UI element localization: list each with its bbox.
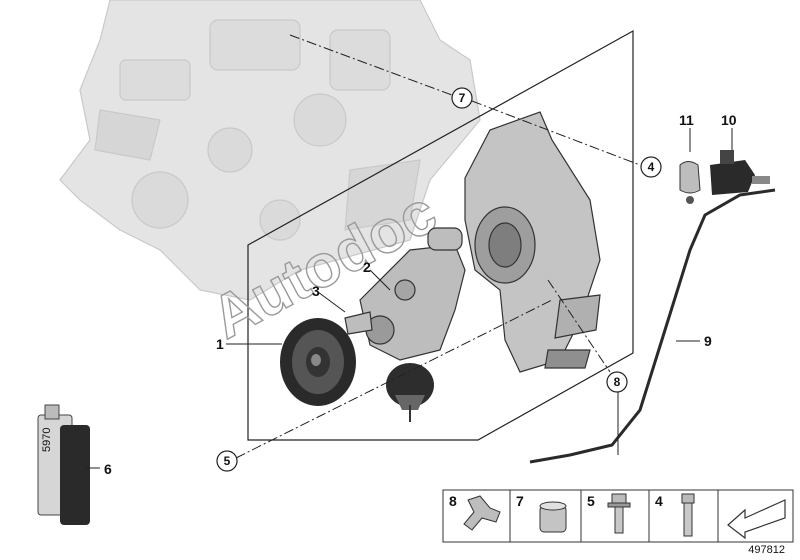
leader-lines: [86, 34, 733, 469]
table-cell-7-label: 7: [516, 493, 524, 509]
engine-block-ghost: [59, 0, 481, 301]
callout-10: 10: [721, 112, 737, 128]
callout-9: 9: [704, 333, 712, 349]
clamp-icon: [463, 495, 501, 531]
callout-5: 5: [224, 454, 231, 468]
water-pump: [344, 227, 466, 361]
coolant-hose: [529, 188, 776, 464]
callout-3: 3: [312, 283, 320, 299]
sealant-cartridge: [37, 404, 90, 525]
callout-4: 4: [648, 160, 655, 174]
table-cell-5-label: 5: [587, 493, 595, 509]
assembly-frame: [247, 29, 634, 441]
callout-5-circle: 5: [216, 450, 238, 472]
reference-arrow-icon: [727, 499, 786, 540]
table-cell-8-label: 8: [449, 493, 457, 509]
stud-bolt-icon: [681, 493, 695, 537]
callout-7-circle: 7: [451, 87, 473, 109]
flange-bolt-icon: [607, 493, 631, 534]
document-number: 497812: [748, 544, 785, 556]
sensor-connector: [710, 150, 770, 195]
hose-clip: [679, 161, 701, 204]
table-cell-4-label: 4: [655, 493, 663, 509]
parts-table: 8 7 5 4: [442, 489, 794, 543]
callout-4-circle: 4: [640, 156, 662, 178]
cartridge-label: 5970: [41, 428, 53, 452]
callout-1: 1: [216, 336, 224, 352]
callout-6: 6: [104, 461, 112, 477]
pulley: [280, 318, 356, 406]
thermostat-housing: [386, 363, 434, 422]
callout-11: 11: [679, 112, 694, 128]
callout-8: 8: [614, 375, 621, 389]
sleeve-icon: [539, 501, 567, 533]
callout-8-circle: 8: [606, 371, 628, 393]
callout-7: 7: [459, 91, 466, 105]
callout-2: 2: [363, 259, 371, 275]
